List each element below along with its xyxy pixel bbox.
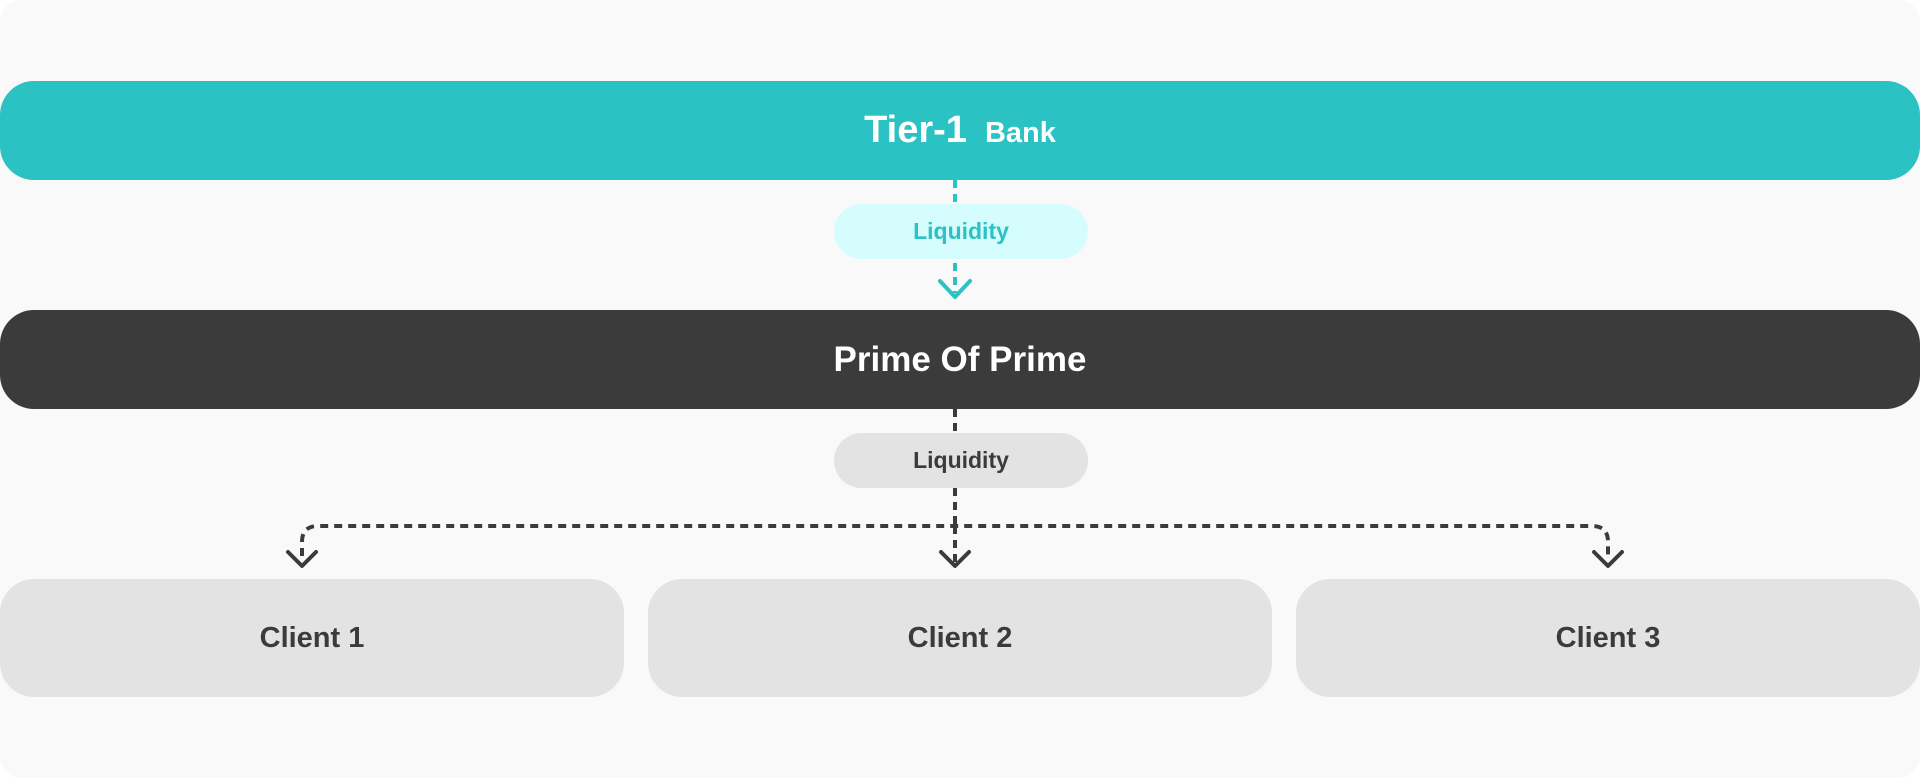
- prime-of-prime-label: Prime Of Prime: [833, 339, 1087, 379]
- liquidity-top-label: Liquidity: [913, 218, 1009, 244]
- arrowhead-client-3-icon: [1592, 550, 1624, 568]
- arrowhead-teal-icon: [938, 279, 972, 299]
- client-2-box: Client 2: [648, 579, 1272, 697]
- tier1-title: Tier-1: [864, 109, 967, 151]
- client-1-label: Client 1: [259, 621, 365, 654]
- arrowhead-client-1-icon: [286, 550, 318, 568]
- liquidity-pill-bottom: Liquidity: [834, 433, 1088, 488]
- tier1-bank-bar: Tier-1 Bank: [0, 81, 1920, 180]
- tier1-subtitle: Bank: [984, 117, 1056, 149]
- client-1-box: Client 1: [0, 579, 624, 697]
- liquidity-pill-top: Liquidity: [834, 204, 1088, 259]
- arrowhead-client-2-icon: [939, 550, 971, 568]
- client-3-label: Client 3: [1555, 621, 1661, 654]
- client-3-box: Client 3: [1296, 579, 1920, 697]
- liquidity-bottom-label: Liquidity: [913, 447, 1009, 473]
- prime-of-prime-bar: Prime Of Prime: [0, 310, 1920, 409]
- client-2-label: Client 2: [907, 621, 1013, 654]
